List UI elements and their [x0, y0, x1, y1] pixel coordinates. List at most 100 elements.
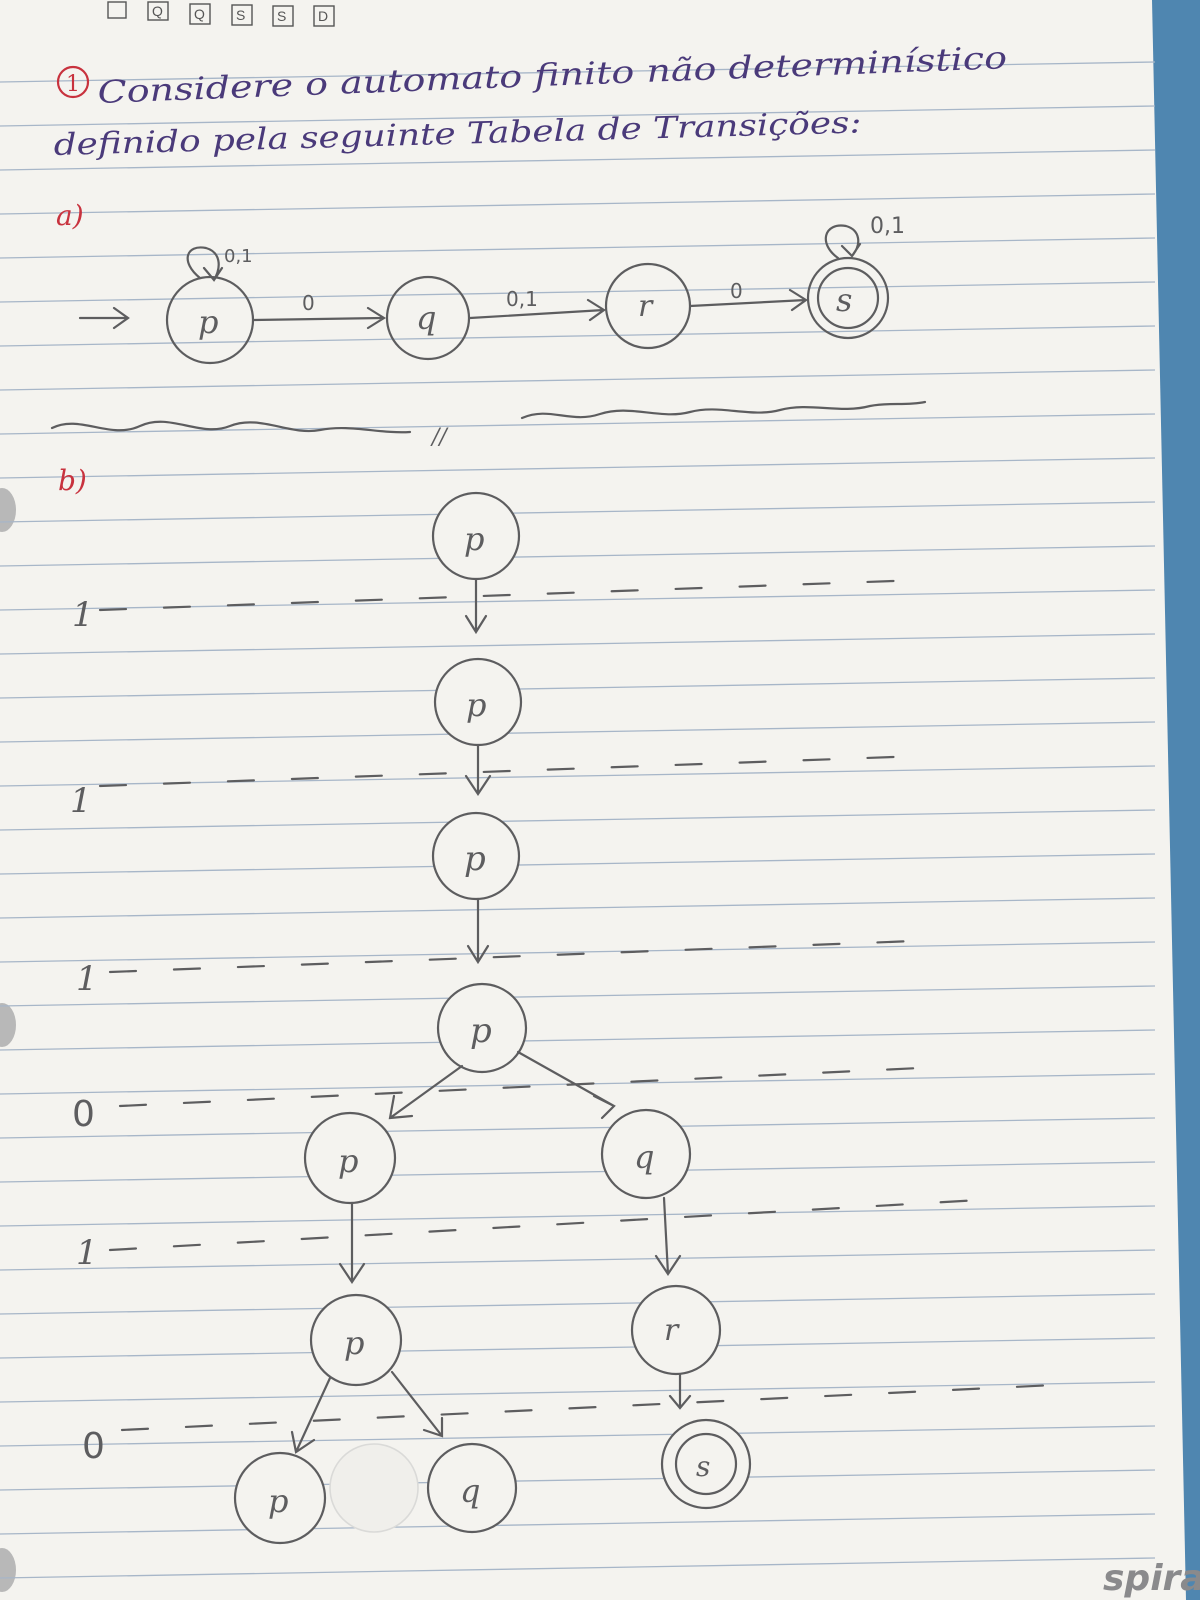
tree-edge — [390, 1370, 444, 1438]
ruled-line — [0, 809, 1156, 831]
ruled-line — [0, 765, 1156, 787]
ruled-line — [0, 457, 1156, 479]
question-number-circle — [56, 65, 90, 99]
dashed-line-5 — [108, 1198, 982, 1252]
tree-node-label: p — [470, 1011, 492, 1051]
ruled-line — [0, 325, 1156, 347]
ruled-line — [0, 941, 1156, 963]
header-checkbox-letter: Q — [152, 3, 163, 19]
tree-edge — [388, 1064, 464, 1120]
input-symbol-4: 0 — [72, 1094, 95, 1135]
ruled-line — [0, 1205, 1156, 1227]
tree-node-label: s — [696, 1450, 710, 1483]
header-checkbox-letter: S — [236, 7, 245, 23]
ruled-line — [0, 633, 1156, 655]
state-s-inner-circle — [816, 266, 880, 330]
punch-hole — [0, 488, 16, 532]
ruled-line — [0, 193, 1156, 215]
tree-edge — [464, 743, 492, 796]
ruled-line — [0, 1161, 1156, 1183]
ruled-line — [0, 105, 1156, 127]
header-checkbox-letter: S — [277, 8, 286, 24]
tree-node-label: q — [634, 1138, 654, 1176]
wavy-divider-left — [50, 420, 412, 434]
tree-node-circle — [630, 1284, 722, 1376]
ruled-line — [0, 1469, 1156, 1491]
start-arrow — [78, 306, 130, 330]
tree-node-label: p — [466, 686, 486, 724]
ruled-line — [0, 61, 1156, 83]
header-checkbox — [313, 5, 335, 27]
edge-r-s — [688, 288, 808, 312]
tree-edge — [464, 577, 488, 635]
part-a-label: a) — [56, 199, 84, 232]
edge-q-r — [468, 298, 606, 322]
ruled-line — [0, 1337, 1156, 1359]
ruled-line — [0, 545, 1156, 567]
ruled-line — [0, 501, 1156, 523]
tree-node-label: p — [344, 1324, 364, 1362]
tree-node-label: p — [464, 839, 486, 879]
part-a: a) p q r s 0,1 0,1 0 0,1 0 // — [50, 199, 927, 450]
tree-node-label: p — [338, 1142, 358, 1180]
ruled-line — [0, 1117, 1156, 1139]
ruled-line — [0, 853, 1156, 875]
state-p-label: p — [198, 303, 218, 341]
header-checkbox-letter: D — [318, 8, 328, 24]
input-symbol-6: 0 — [82, 1426, 105, 1467]
input-symbol-5: 1 — [76, 1233, 98, 1273]
self-loop-p — [186, 246, 224, 282]
input-symbol-1: 1 — [72, 595, 94, 635]
edge-q-r-label: 0,1 — [506, 287, 538, 311]
tree-node-circle — [436, 982, 528, 1074]
ruled-line — [0, 897, 1156, 919]
punch-hole — [0, 1003, 16, 1047]
edge-p-q-label: 0 — [302, 291, 315, 315]
ruled-line — [0, 149, 1156, 171]
dashed-line-1 — [98, 578, 922, 612]
ruled-line — [0, 1293, 1156, 1315]
ruled-line — [0, 677, 1156, 699]
tree-node-circle — [431, 811, 521, 901]
ruled-line — [0, 1381, 1156, 1403]
punch-hole — [0, 1548, 16, 1592]
header-checkboxes: Q Q S S D — [107, 1, 335, 27]
ruled-line — [0, 589, 1156, 611]
tree-node-inner-circle — [674, 1432, 738, 1496]
part-b-label: b) — [58, 464, 87, 497]
input-symbol-2: 1 — [70, 781, 92, 821]
ruled-line — [0, 1425, 1156, 1447]
tree-node-circle — [426, 1442, 518, 1534]
state-r-label: r — [638, 289, 654, 324]
ruled-line — [0, 721, 1156, 743]
tree-node-label: p — [464, 520, 484, 558]
brand-logo: spira — [1103, 1558, 1200, 1599]
state-q-label: q — [416, 299, 436, 337]
part-b: b) 1 1 1 0 1 0 p p p p p q p — [58, 464, 1077, 1545]
header-checkbox — [147, 1, 169, 21]
header-checkbox — [231, 4, 253, 26]
question-number: 1 — [66, 72, 80, 97]
edge-r-s-label: 0 — [730, 279, 743, 303]
dashed-line-2 — [98, 754, 922, 788]
tree-node-circle — [303, 1111, 397, 1205]
ruled-lines — [0, 61, 1156, 1579]
input-symbol-3: 1 — [76, 959, 98, 999]
tree-node-label: p — [268, 1482, 288, 1520]
tree-edge — [338, 1201, 366, 1284]
tree-node-circle — [600, 1108, 692, 1200]
wavy-divider-right — [520, 400, 927, 420]
tree-node-outer-circle — [660, 1418, 752, 1510]
header-checkbox — [189, 3, 211, 25]
ruled-line — [0, 1513, 1156, 1535]
tree-edge — [654, 1196, 682, 1276]
binder-edge — [1152, 0, 1200, 1600]
ruled-line — [0, 237, 1156, 259]
tree-node-label: q — [460, 1472, 480, 1510]
dashed-line-6 — [120, 1382, 1077, 1432]
tree-edge — [290, 1376, 332, 1454]
tree-node-circle — [233, 1451, 327, 1545]
ruled-line — [0, 1029, 1156, 1051]
